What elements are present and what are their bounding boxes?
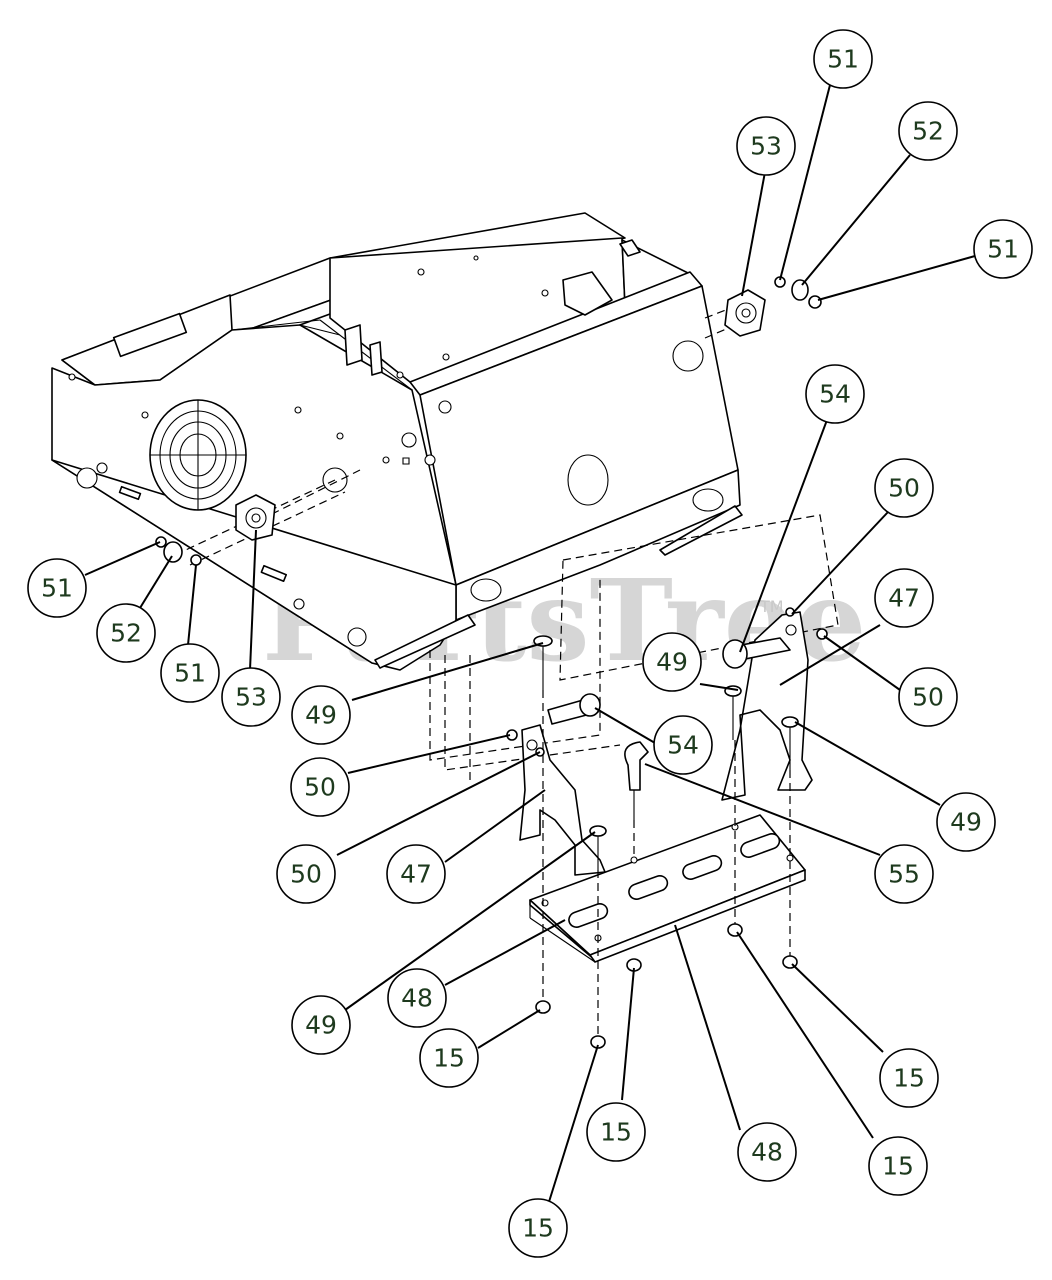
callout-47: 47 [874, 568, 934, 628]
fan-grille [150, 400, 246, 510]
svg-text:50: 50 [888, 474, 920, 503]
callout-50: 50 [898, 667, 958, 727]
svg-text:52: 52 [110, 619, 142, 648]
svg-text:48: 48 [751, 1138, 783, 1167]
svg-text:47: 47 [888, 584, 920, 613]
svg-text:49: 49 [950, 808, 982, 837]
callout-47: 47 [386, 844, 446, 904]
callout-48: 48 [387, 968, 447, 1028]
callout-15: 15 [879, 1048, 939, 1108]
svg-text:54: 54 [819, 380, 851, 409]
callout-50: 50 [874, 458, 934, 518]
svg-text:49: 49 [305, 701, 337, 730]
callouts: 51 53 52 51 54 50 47 50 49 49 54 49 50 5… [27, 29, 1033, 1258]
callout-51: 51 [160, 643, 220, 703]
assembly-guides [542, 690, 791, 1040]
svg-text:50: 50 [290, 860, 322, 889]
callout-15: 15 [508, 1198, 568, 1258]
svg-text:51: 51 [987, 235, 1019, 264]
main-frame [52, 213, 742, 670]
svg-text:50: 50 [304, 773, 336, 802]
callout-53: 53 [221, 667, 281, 727]
callout-52: 52 [96, 603, 156, 663]
callout-15: 15 [868, 1136, 928, 1196]
leader-lines [84, 84, 976, 1206]
svg-text:15: 15 [433, 1044, 465, 1073]
svg-text:49: 49 [305, 1011, 337, 1040]
callout-15: 15 [419, 1028, 479, 1088]
callout-51: 51 [27, 558, 87, 618]
callout-49: 49 [291, 995, 351, 1055]
callout-55: 55 [874, 844, 934, 904]
left-bearing-assembly [156, 470, 360, 565]
svg-text:50: 50 [912, 683, 944, 712]
left-mount-bracket [507, 636, 606, 875]
svg-text:15: 15 [882, 1152, 914, 1181]
skid-plate [530, 815, 805, 962]
svg-text:53: 53 [235, 683, 267, 712]
svg-text:15: 15 [522, 1214, 554, 1243]
callout-48: 48 [737, 1122, 797, 1182]
svg-text:54: 54 [667, 731, 699, 760]
callout-15: 15 [586, 1102, 646, 1162]
svg-text:51: 51 [174, 659, 206, 688]
svg-text:15: 15 [600, 1118, 632, 1147]
callout-51: 51 [973, 219, 1033, 279]
svg-text:51: 51 [827, 45, 859, 74]
callout-50: 50 [276, 844, 336, 904]
svg-text:47: 47 [400, 860, 432, 889]
callout-54: 54 [805, 364, 865, 424]
callout-49: 49 [936, 792, 996, 852]
svg-text:49: 49 [656, 648, 688, 677]
svg-text:15: 15 [893, 1064, 925, 1093]
hidden-skid-outline [429, 514, 839, 780]
callout-52: 52 [898, 101, 958, 161]
callout-49: 49 [291, 685, 351, 745]
svg-text:48: 48 [401, 984, 433, 1013]
svg-text:52: 52 [912, 117, 944, 146]
hook-bolt [625, 742, 648, 860]
watermark-tm: TM [759, 597, 784, 616]
callout-49: 49 [642, 632, 702, 692]
svg-text:51: 51 [41, 574, 73, 603]
callout-50: 50 [290, 757, 350, 817]
svg-text:53: 53 [750, 132, 782, 161]
svg-text:55: 55 [888, 860, 920, 889]
callout-51: 51 [813, 29, 873, 89]
right-bearing-assembly [705, 277, 821, 338]
callout-54: 54 [653, 715, 713, 775]
callout-53: 53 [736, 116, 796, 176]
